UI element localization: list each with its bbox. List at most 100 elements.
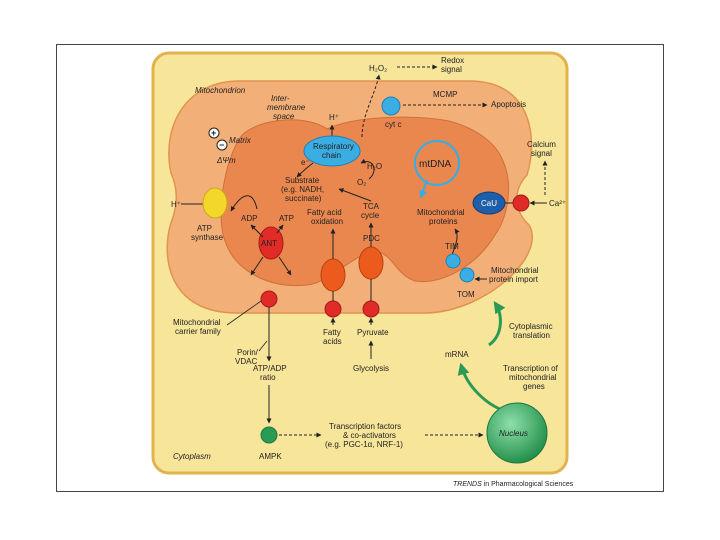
- o2-label: O₂: [357, 178, 366, 187]
- tca-label-2: cycle: [361, 211, 380, 220]
- intermembrane-label-3: space: [273, 112, 295, 121]
- pdc-transporter-node: [358, 246, 384, 280]
- electron-transfer-arrow: [296, 162, 314, 178]
- fatty-acids-label-1: Fatty: [323, 328, 341, 337]
- h2o-label: H₂O: [367, 162, 382, 171]
- mitochondrion-matrix: [220, 116, 509, 287]
- atp-synthesis-arrow: [230, 195, 258, 212]
- resp-to-h2o2-arrow: [361, 74, 381, 138]
- mcmp-label: MCMP: [433, 90, 457, 99]
- tom-node: [459, 267, 475, 283]
- atp-synthase-node: [202, 187, 228, 219]
- source-credit-italic: TRENDS: [453, 481, 482, 488]
- respiratory-chain-node: [303, 135, 361, 167]
- adp-import-arrow: [250, 224, 264, 238]
- porin-label-1: Porin/: [237, 348, 259, 357]
- tf-label-3: (e.g. PGC-1α, NRF-1): [325, 440, 403, 449]
- fatty-acid-transporter-node: [320, 258, 346, 292]
- atp-synthase-label-2: synthase: [191, 233, 224, 242]
- fatty-acid-carrier-node: [324, 300, 342, 318]
- tf-label-1: Transcription factors: [329, 422, 401, 431]
- transcription-genes-label-2: mitochondrial: [509, 373, 557, 382]
- calcium-channel-node: [512, 194, 530, 212]
- respiratory-chain-label-2: chain: [322, 151, 341, 160]
- mtdna-circle: [414, 140, 460, 186]
- mito-proteins-label-2: proteins: [429, 217, 457, 226]
- carrier-family-label-1: Mitochondrial: [173, 318, 221, 327]
- source-credit-rest: in Pharmacological Sciences: [482, 481, 574, 488]
- minus-symbol: −: [219, 140, 224, 150]
- calcium-signal-label-2: signal: [531, 149, 552, 158]
- calcium-signal-label-1: Calcium: [527, 140, 556, 149]
- carrier-family-pointer: [226, 300, 262, 326]
- mitochondrial-signaling-diagram: Mitochondrion Inter- membrane space Matr…: [151, 51, 574, 488]
- ca2-label: Ca²⁺: [549, 199, 566, 208]
- minus-symbol-circle: [216, 139, 228, 151]
- cytoplasm-label: Cytoplasm: [173, 452, 211, 461]
- pyruvate-label: Pyruvate: [357, 328, 389, 337]
- tca-to-substrate-arrow: [338, 188, 372, 202]
- delta-psi-label: ΔΨm: [216, 156, 236, 165]
- mrna-label: mRNA: [445, 350, 469, 359]
- ant-lower-arrow-1: [250, 256, 264, 276]
- tim-node: [445, 253, 461, 269]
- redox-signal-label-1: Redox: [441, 56, 464, 65]
- tf-label-2: & co-activators: [343, 431, 396, 440]
- pdc-label: PDC: [363, 234, 380, 243]
- transcription-genes-label-1: Transcription of: [503, 364, 559, 373]
- plus-symbol: +: [211, 128, 216, 138]
- h-plus-left-label: H⁺: [171, 200, 181, 209]
- e-minus-label: e⁻: [301, 158, 310, 167]
- porin-pointer: [258, 340, 268, 352]
- figure-frame: Mitochondrion Inter- membrane space Matr…: [56, 44, 664, 492]
- plus-symbol-circle: [208, 127, 220, 139]
- translation-green-arrow: [488, 301, 506, 347]
- cyto-translation-label-1: Cytoplasmic: [509, 322, 553, 331]
- carrier-family-label-2: carrier family: [175, 327, 221, 336]
- atp-adp-ratio-label-2: ratio: [260, 373, 276, 382]
- protein-import-label-2: protein import: [489, 275, 539, 284]
- atp-export-arrow: [276, 224, 284, 234]
- fao-label-2: oxidation: [311, 217, 343, 226]
- transcription-genes-label-3: genes: [523, 382, 545, 391]
- ampk-node: [260, 426, 278, 444]
- mtdna-label: mtDNA: [419, 159, 452, 170]
- cau-label: CaU: [481, 199, 497, 208]
- apoptosis-label: Apoptosis: [491, 100, 526, 109]
- ant-label: ANT: [261, 239, 277, 248]
- pyruvate-carrier-node: [362, 300, 380, 318]
- nucleus-label: Nucleus: [499, 429, 528, 438]
- porin-label-2: VDAC: [235, 357, 257, 366]
- mito-proteins-label-1: Mitochondrial: [417, 208, 465, 217]
- tim-label: TIM: [445, 242, 459, 251]
- cyt-c-node: [381, 96, 401, 116]
- respiratory-chain-label-1: Respiratory: [313, 142, 354, 151]
- protein-import-label-1: Mitochondrial: [491, 266, 539, 275]
- substrate-label-1: Substrate: [285, 176, 320, 185]
- matrix-label: Matrix: [229, 136, 252, 145]
- o2-reduction-arrow: [360, 158, 375, 180]
- tom-label: TOM: [457, 290, 475, 299]
- tca-label-1: TCA: [363, 202, 380, 211]
- ampk-label: AMPK: [259, 452, 282, 461]
- redox-signal-label-2: signal: [441, 65, 462, 74]
- atp-synthase-label-1: ATP: [197, 224, 212, 233]
- glycolysis-label: Glycolysis: [353, 364, 389, 373]
- substrate-label-2: (e.g. NADH,: [281, 185, 324, 194]
- ant-node: [258, 226, 284, 260]
- source-credit: TRENDS in Pharmacological Sciences: [453, 481, 574, 488]
- ant-lower-arrow-2: [278, 256, 292, 276]
- h-plus-top-label: H⁺: [329, 113, 339, 122]
- intermembrane-label-1: Inter-: [271, 94, 290, 103]
- mitochondrion-label: Mitochondrion: [195, 86, 246, 95]
- mtdna-expression-arrow: [419, 179, 428, 199]
- adp-label: ADP: [241, 214, 257, 223]
- intermembrane-label-2: membrane: [267, 103, 306, 112]
- cyt-c-label: cyt c: [385, 120, 401, 129]
- atp-adp-ratio-label-1: ATP/ADP: [253, 364, 287, 373]
- atp-label: ATP: [279, 214, 294, 223]
- fatty-acids-label-2: acids: [323, 337, 342, 346]
- cyto-translation-label-2: translation: [513, 331, 550, 340]
- fao-label-1: Fatty acid: [307, 208, 342, 217]
- h2o2-label: H₂O₂: [369, 64, 387, 73]
